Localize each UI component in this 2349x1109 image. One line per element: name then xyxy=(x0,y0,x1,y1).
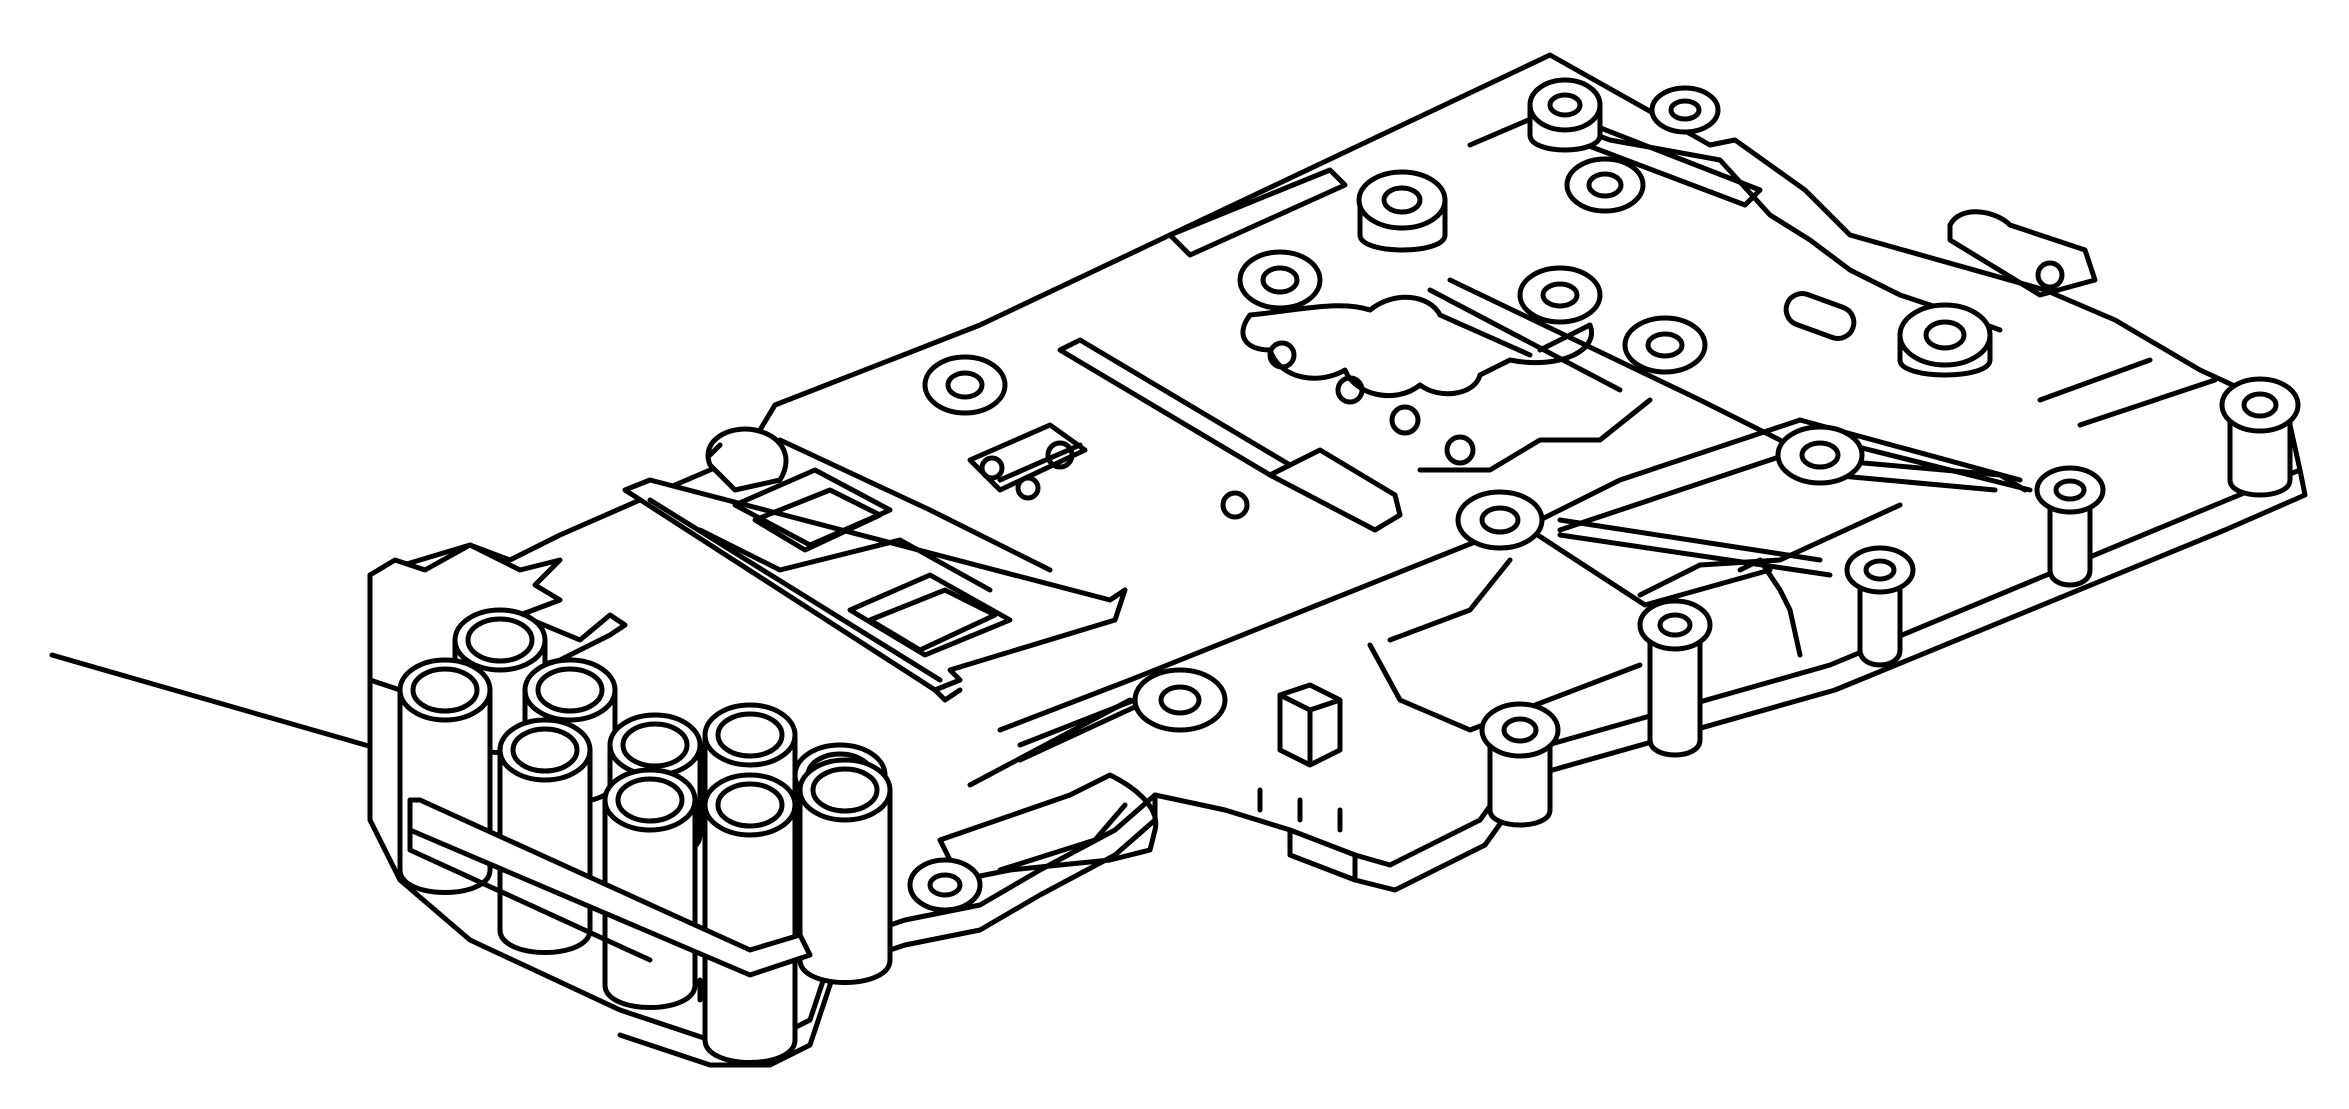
hole-small xyxy=(1335,375,1365,405)
hole-small xyxy=(1220,490,1250,520)
bosses xyxy=(907,77,2301,913)
hole-small xyxy=(1015,475,1041,501)
boss xyxy=(907,857,983,913)
grid-rail-outer xyxy=(622,477,1128,693)
post xyxy=(1637,598,1713,758)
post xyxy=(2034,465,2106,588)
boss xyxy=(1517,265,1603,325)
boss xyxy=(1132,667,1228,733)
grid-rail-lower xyxy=(647,497,963,703)
post xyxy=(2219,376,2301,498)
post xyxy=(1844,545,1916,668)
boss xyxy=(1527,77,1603,153)
fluid-channel xyxy=(967,697,1153,788)
hole-small xyxy=(2035,260,2065,290)
half-moon-mark xyxy=(707,442,723,458)
curved-channel-inner xyxy=(997,802,1128,873)
post xyxy=(1479,701,1561,828)
grid-cell-1 xyxy=(732,467,893,548)
retaining-bar-lower xyxy=(407,827,703,1003)
retaining-bar xyxy=(407,797,813,978)
hole-small xyxy=(979,455,1005,481)
hole-small xyxy=(1267,340,1297,370)
boss xyxy=(1356,169,1448,253)
boss xyxy=(1622,315,1708,375)
channel-strip-1 xyxy=(1167,167,1348,258)
solenoid xyxy=(797,757,893,985)
boss xyxy=(922,354,1008,416)
solenoid xyxy=(497,717,593,955)
grid-cell-4 xyxy=(867,587,998,653)
boss xyxy=(1455,489,1545,551)
fluid-channel xyxy=(1367,642,1643,733)
boss xyxy=(1564,156,1646,214)
grid-section xyxy=(622,437,1128,703)
leader-line xyxy=(49,652,403,758)
fluid-channel xyxy=(1527,527,1773,608)
boss xyxy=(1897,302,1993,378)
boss xyxy=(1649,85,1721,135)
fluid-channel xyxy=(1637,502,1903,598)
boss xyxy=(1237,249,1323,311)
hole-small xyxy=(1444,434,1476,466)
grid-spine xyxy=(697,437,1053,593)
top-surface-details xyxy=(622,112,2218,883)
grid-cell-2 xyxy=(752,487,883,553)
stepped-outline xyxy=(1737,557,1803,658)
fluid-channel xyxy=(1557,517,1833,578)
solenoid xyxy=(702,772,798,1065)
fluid-channel xyxy=(1387,557,1513,643)
curved-channel xyxy=(937,772,1159,883)
scallop-edge xyxy=(1417,397,1653,473)
raised-pad xyxy=(1947,209,2098,298)
solenoid-bank xyxy=(397,607,893,1065)
channel-strip-3 xyxy=(1267,447,1403,533)
fluid-channel xyxy=(1827,457,2028,493)
channel-strip-5 xyxy=(2037,357,2218,428)
front-ticks xyxy=(1257,787,1343,833)
small-block xyxy=(1277,682,1343,768)
hole-small xyxy=(1045,440,1075,470)
slot xyxy=(1783,291,1857,341)
half-moon-boss xyxy=(705,426,789,493)
hole-small xyxy=(1389,404,1421,436)
fluid-channel xyxy=(1427,277,1783,443)
boss xyxy=(1775,424,1865,486)
